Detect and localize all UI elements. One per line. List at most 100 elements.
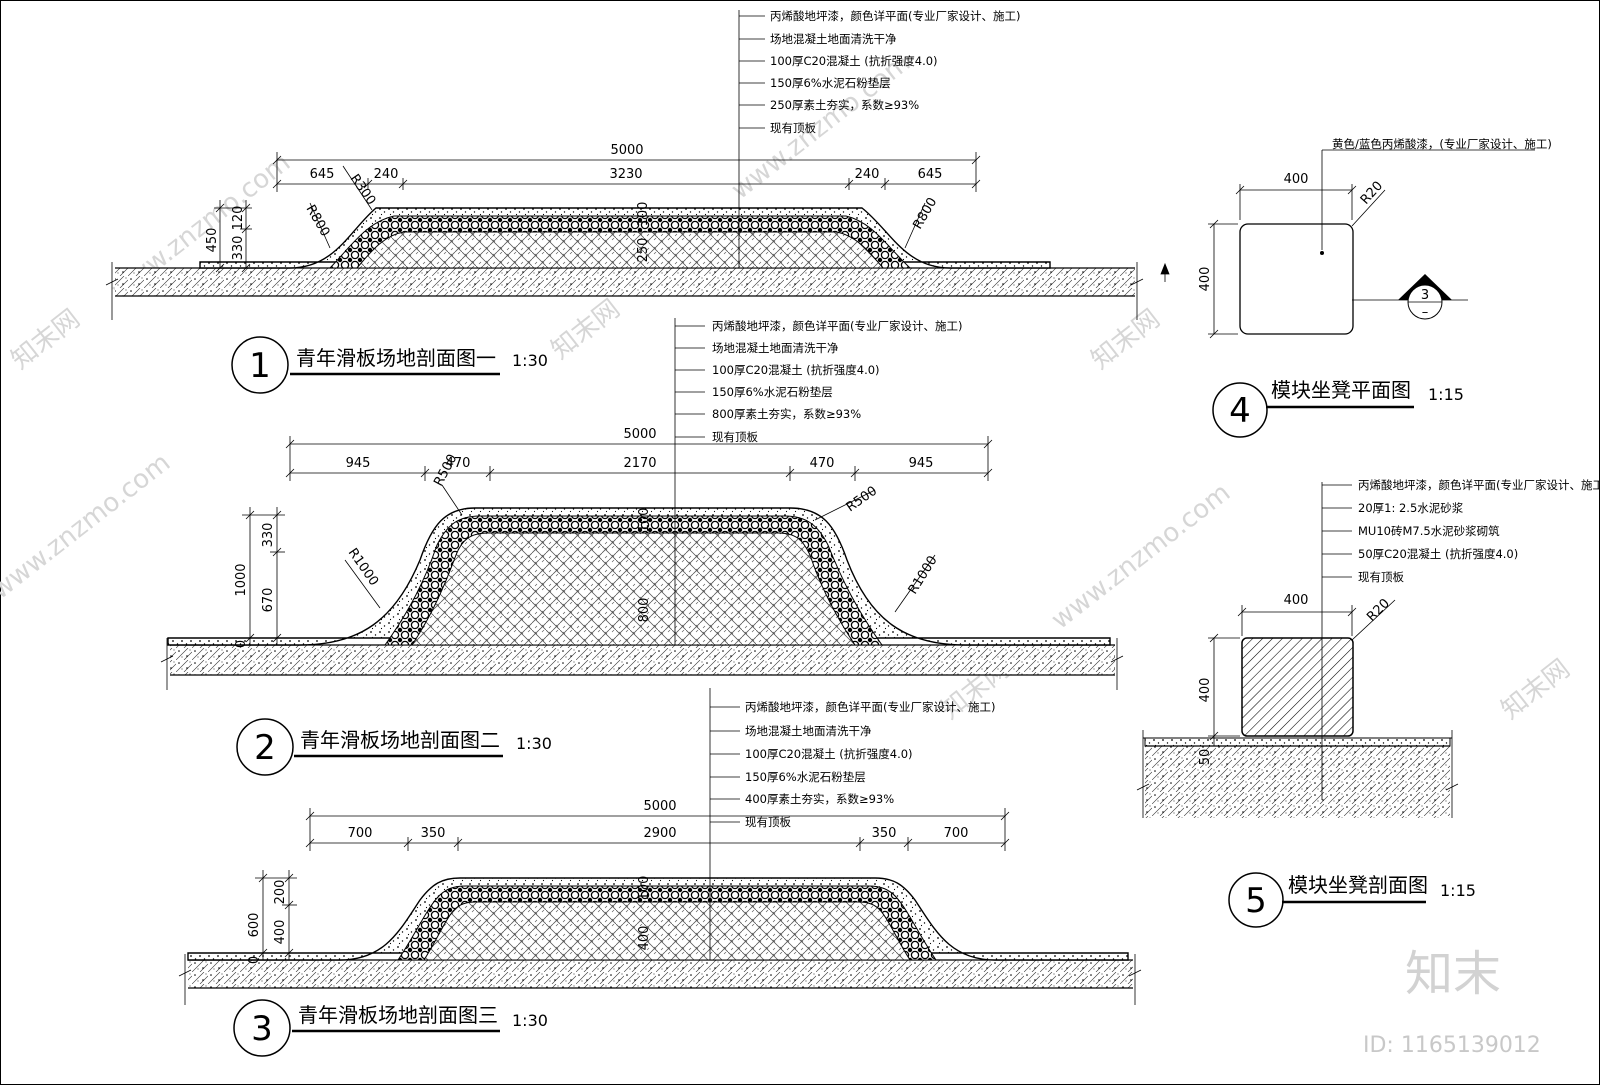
section-2-dims (242, 436, 993, 645)
svg-text:知末网: 知末网 (1086, 304, 1166, 376)
svg-text:R20: R20 (1358, 179, 1386, 208)
svg-text:2170: 2170 (623, 456, 656, 471)
svg-text:丙烯酸地坪漆，颜色详平面(专业厂家设计、施工): 丙烯酸地坪漆，颜色详平面(专业厂家设计、施工) (770, 9, 1020, 23)
svg-text:www.znzmo.com: www.znzmo.com (0, 448, 176, 606)
svg-text:知末网: 知末网 (546, 294, 626, 366)
svg-text:黄色/蓝色丙烯酸漆，(专业厂家设计、施工): 黄色/蓝色丙烯酸漆，(专业厂家设计、施工) (1332, 137, 1552, 151)
section-5-number-circle (1228, 872, 1284, 928)
svg-text:1:30: 1:30 (512, 351, 548, 370)
svg-text:2: 2 (254, 728, 276, 768)
svg-text:330: 330 (261, 523, 276, 548)
section-5-callouts: 丙烯酸地坪漆，颜色详平面(专业厂家设计、施工) 20厚1: 2.5水泥砂浆 MU… (1322, 478, 1600, 584)
svg-text:120: 120 (231, 206, 246, 231)
section-1-callouts: 丙烯酸地坪漆，颜色详平面(专业厂家设计、施工) 场地混凝土地面清洗干净 100厚… (739, 9, 1020, 135)
bench-plan-outline (1239, 223, 1354, 335)
svg-text:250: 250 (636, 238, 651, 263)
section-3-dims (255, 808, 1010, 960)
svg-text:2900: 2900 (643, 826, 676, 841)
svg-text:330: 330 (231, 236, 246, 261)
section-5-title: 模块坐凳剖面图 (1288, 873, 1428, 897)
svg-text:R500: R500 (844, 484, 880, 516)
section-2-number-circle (236, 718, 294, 776)
svg-text:现有顶板: 现有顶板 (745, 815, 791, 829)
svg-text:20厚1: 2.5水泥砂浆: 20厚1: 2.5水泥砂浆 (1358, 501, 1464, 515)
svg-text:场地混凝土地面清洗干净: 场地混凝土地面清洗干净 (745, 724, 872, 738)
svg-text:200: 200 (273, 880, 288, 905)
svg-text:400厚素土夯实，系数≥93%: 400厚素土夯实，系数≥93% (745, 792, 894, 806)
section-5: 丙烯酸地坪漆，颜色详平面(专业厂家设计、施工) 20厚1: 2.5水泥砂浆 MU… (1136, 478, 1600, 928)
svg-text:470: 470 (446, 456, 471, 471)
svg-text:100厚C20混凝土 (抗折强度4.0): 100厚C20混凝土 (抗折强度4.0) (745, 747, 913, 761)
section-3-number-circle (233, 999, 291, 1057)
watermark-id: ID: 1165139012 (1363, 1033, 1541, 1058)
svg-text:670: 670 (261, 588, 276, 613)
svg-text:知末网: 知末网 (1496, 654, 1576, 726)
svg-text:700: 700 (944, 826, 969, 841)
svg-text:1:15: 1:15 (1428, 385, 1464, 404)
svg-text:5000: 5000 (623, 427, 656, 442)
soil-layer (423, 901, 911, 961)
svg-text:240: 240 (374, 167, 399, 182)
section-3-title: 青年滑板场地剖面图三 (298, 1003, 498, 1027)
svg-text:150厚6%水泥石粉垫层: 150厚6%水泥石粉垫层 (712, 385, 833, 399)
svg-text:丙烯酸地坪漆，颜色详平面(专业厂家设计、施工): 丙烯酸地坪漆，颜色详平面(专业厂家设计、施工) (1358, 478, 1600, 492)
svg-text:150厚6%水泥石粉垫层: 150厚6%水泥石粉垫层 (745, 770, 866, 784)
ground-slab (115, 268, 1135, 296)
svg-text:600: 600 (247, 913, 262, 938)
svg-text:R1000: R1000 (906, 553, 941, 597)
section-1-title: 青年滑板场地剖面图一 (296, 346, 496, 370)
svg-text:350: 350 (872, 826, 897, 841)
soil-layer (355, 231, 885, 269)
svg-text:470: 470 (810, 456, 835, 471)
svg-text:3: 3 (251, 1009, 273, 1049)
svg-text:350: 350 (421, 826, 446, 841)
plan-4-number-circle (1212, 382, 1268, 438)
watermark-logo: 知末 (1405, 946, 1501, 1002)
svg-text:R800: R800 (910, 195, 940, 232)
bench-section-block (1241, 637, 1354, 737)
svg-text:800: 800 (637, 598, 652, 623)
svg-text:R20: R20 (1364, 596, 1393, 625)
section-3: 丙烯酸地坪漆，颜色详平面(专业厂家设计、施工) 场地混凝土地面清洗干净 100厚… (178, 688, 1142, 1057)
svg-text:700: 700 (348, 826, 373, 841)
svg-text:645: 645 (310, 167, 335, 182)
svg-text:800厚素土夯实，系数≥93%: 800厚素土夯实，系数≥93% (712, 407, 861, 421)
section-1-number-circle (231, 336, 289, 394)
svg-text:–: – (1422, 305, 1429, 320)
svg-text:100厚C20混凝土 (抗折强度4.0): 100厚C20混凝土 (抗折强度4.0) (712, 363, 880, 377)
svg-text:1:30: 1:30 (512, 1011, 548, 1030)
svg-text:丙烯酸地坪漆，颜色详平面(专业厂家设计、施工): 丙烯酸地坪漆，颜色详平面(专业厂家设计、施工) (712, 319, 962, 333)
svg-text:1000: 1000 (234, 563, 249, 596)
svg-text:1: 1 (249, 346, 271, 386)
svg-text:现有顶板: 现有顶板 (712, 430, 758, 444)
svg-text:50厚C20混凝土 (抗折强度4.0): 50厚C20混凝土 (抗折强度4.0) (1358, 547, 1518, 561)
svg-text:945: 945 (346, 456, 371, 471)
svg-text:400: 400 (273, 920, 288, 945)
section-1-dims (214, 152, 981, 273)
plan-4-title: 模块坐凳平面图 (1271, 378, 1411, 402)
section-1: 丙烯酸地坪漆，颜色详平面(专业厂家设计、施工) 场地混凝土地面清洗干净 100厚… (105, 9, 1144, 394)
svg-text:R800: R800 (303, 203, 333, 240)
soil-layer (411, 532, 856, 646)
svg-text:MU10砖M7.5水泥砂浆砌筑: MU10砖M7.5水泥砂浆砌筑 (1358, 524, 1500, 538)
svg-text:250厚素土夯实，系数≥93%: 250厚素土夯实，系数≥93% (770, 98, 919, 112)
svg-text:645: 645 (918, 167, 943, 182)
svg-text:0: 0 (234, 640, 249, 648)
section-2-title: 青年滑板场地剖面图二 (300, 728, 500, 752)
svg-text:400: 400 (1284, 593, 1309, 608)
svg-text:400: 400 (1284, 172, 1309, 187)
svg-text:5: 5 (1245, 881, 1267, 921)
svg-text:www.znzmo.com: www.znzmo.com (1046, 478, 1236, 636)
svg-text:场地混凝土地面清洗干净: 场地混凝土地面清洗干净 (770, 32, 897, 46)
svg-text:400: 400 (637, 926, 652, 951)
svg-text:3: 3 (1421, 288, 1429, 303)
svg-text:0: 0 (247, 956, 262, 964)
svg-text:945: 945 (909, 456, 934, 471)
svg-text:100: 100 (637, 876, 652, 901)
svg-text:5000: 5000 (643, 799, 676, 814)
svg-text:100厚C20混凝土 (抗折强度4.0): 100厚C20混凝土 (抗折强度4.0) (770, 54, 938, 68)
svg-text:100: 100 (636, 202, 651, 227)
svg-text:400: 400 (1198, 267, 1213, 292)
